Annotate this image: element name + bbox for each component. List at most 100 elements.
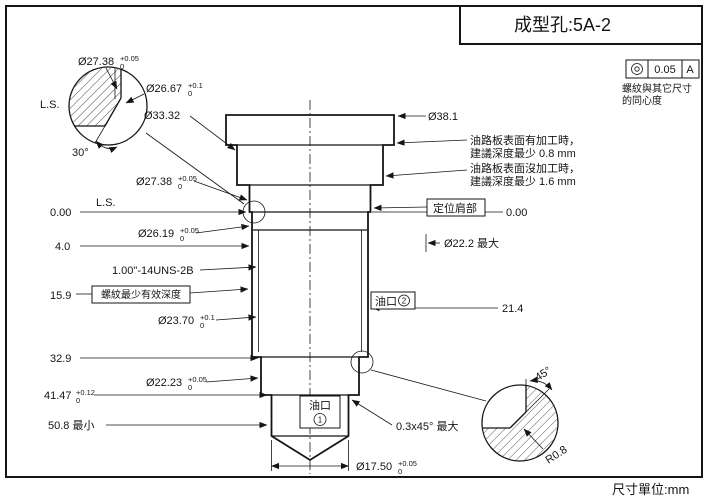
- angle-arc-45: [529, 376, 553, 391]
- leader-thread-depth: [189, 286, 249, 294]
- tol-dn: 0: [398, 467, 402, 476]
- note-machined-line1: 油路板表面有加工時，: [470, 133, 580, 147]
- note-machined-line2: 建議深度最少 0.8 mm: [470, 146, 576, 160]
- oil-port-2-text: 油口: [375, 294, 397, 308]
- tol-up: +0.12: [76, 388, 95, 397]
- tol-up: +0.05: [120, 54, 139, 63]
- dim-chamfer-note: 0.3x45° 最大: [396, 419, 458, 433]
- thread-depth-note: 螺紋最少有效深度: [101, 288, 181, 301]
- leader-dia-2738: [193, 180, 248, 201]
- fcf-description-line2: 的同心度: [622, 94, 662, 107]
- thread-depth-note-box: [91, 285, 191, 304]
- title-block: 成型孔:5A-2: [459, 5, 703, 45]
- dim-dia-2223: Ø22.23: [146, 377, 182, 389]
- tol-dn: 0: [188, 383, 192, 392]
- thread-lines: [258, 230, 362, 352]
- tol-up: +0.05: [188, 375, 207, 384]
- tol-dn: 0: [188, 89, 192, 98]
- dim-dia-1750: Ø17.50: [356, 461, 392, 473]
- leader-note-unmachined: [385, 169, 468, 179]
- drawing-border: [5, 5, 703, 478]
- dim-depth-4147: 41.47: [44, 390, 72, 402]
- tol-up: +0.1: [188, 81, 203, 90]
- tol-dn: 0: [200, 321, 204, 330]
- drawing-title: 成型孔:5A-2: [514, 15, 611, 35]
- tol-up: +0.05: [178, 174, 197, 183]
- section-hatch: [483, 386, 558, 461]
- dim-depth-508: 50.8 最小: [48, 419, 94, 432]
- chamfer-extension-line: [525, 388, 550, 413]
- oil-port-2-box: [370, 291, 416, 310]
- chamfer-extension-line: [94, 125, 106, 144]
- leader-dia-2619: [195, 223, 250, 234]
- leader-dia-2370: [215, 314, 257, 321]
- tol-up: +0.05: [398, 459, 417, 468]
- dim-depth-159: 15.9: [50, 290, 71, 302]
- detail-shoulder-section: [69, 67, 122, 127]
- oil-port-1-number: 1: [318, 416, 323, 425]
- note-unmachined-line2: 建議深度最少 1.6 mm: [470, 174, 576, 188]
- tol-dn: 0: [180, 234, 184, 243]
- dim-dia-2738: Ø27.38: [136, 176, 172, 188]
- leader-note-machined: [396, 139, 468, 146]
- dim-depth-329: 32.9: [50, 353, 71, 365]
- oil-port-1-label: 油口 1: [299, 395, 341, 429]
- detail-leader-top-left: [145, 132, 245, 205]
- tol-up: +0.1: [200, 313, 215, 322]
- section-hatch: [69, 67, 121, 126]
- dim-dia-3332: Ø33.32: [144, 110, 180, 122]
- detail-view-chamfer: 45° R0.8: [481, 365, 570, 466]
- oil-port-1-text: 油口: [309, 398, 331, 412]
- locating-shoulder-label: 定位肩部: [433, 201, 477, 215]
- leader-shoulder: [373, 204, 428, 212]
- dim-dia-2619: Ø26.19: [138, 228, 174, 240]
- dim-datum-0-left: 0.00: [50, 207, 71, 219]
- leader-dia-2223: [205, 375, 259, 383]
- oil-port-1-box: [299, 395, 341, 429]
- note-unmachined-line1: 油路板表面沒加工時，: [470, 161, 580, 175]
- right-dimensions: Ø38.1 油路板表面有加工時， 建議深度最少 0.8 mm 油路板表面沒加工時…: [371, 111, 580, 315]
- leader-r08: [523, 428, 544, 450]
- fcf-description-line1: 螺紋與其它尺寸: [622, 82, 692, 95]
- fcf-datum-cell: [681, 59, 700, 79]
- dim-dia-2738-detail: Ø27.38: [78, 56, 114, 68]
- tolerance-frame: 0.05 A 螺紋與其它尺寸 的同心度: [622, 59, 700, 107]
- leader-chamfer-note: [351, 399, 393, 426]
- fcf-datum-letter: A: [686, 64, 694, 76]
- tol-up: +0.05: [180, 226, 199, 235]
- tol-dn: 0: [120, 62, 124, 71]
- detail-view-shoulder: 30° L.S. Ø27.38 +0.05 0 Ø26.67 +0.1 0: [40, 54, 203, 159]
- detail-chamfer-section: [483, 386, 558, 461]
- dim-thread-spec: 1.00"-14UNS-2B: [112, 265, 194, 277]
- dim-dia-222-max: Ø22.2 最大: [444, 236, 499, 250]
- leader-thread: [199, 264, 257, 271]
- fcf-symbol-cell: [625, 59, 649, 79]
- leader-dia-3332: [189, 115, 236, 151]
- fcf-tolerance-value: 0.05: [654, 64, 675, 76]
- dim-depth-4: 4.0: [55, 241, 70, 253]
- locating-shoulder-box: [426, 198, 486, 217]
- dim-angle-30: 30°: [72, 147, 89, 159]
- circled-digit-1: [313, 413, 327, 426]
- leader-dia-2738-detail: [105, 67, 118, 90]
- title-block-frame: [459, 5, 703, 45]
- left-dimensions: Ø33.32 Ø27.38 +0.05 0 L.S. 0.00 Ø26.19 +…: [44, 110, 268, 432]
- concentricity-icon: [631, 63, 643, 75]
- bottom-dimensions: Ø17.50 +0.05 0 0.3x45° 最大: [271, 399, 458, 476]
- leader-dia-2667: [125, 93, 145, 104]
- oil-port-2-number: 2: [402, 297, 407, 306]
- dim-dia-2370: Ø23.70: [158, 315, 194, 327]
- dim-dist-214: 21.4: [502, 303, 523, 315]
- part-section-view: [145, 100, 487, 474]
- detail-leader-bottom-right: [370, 369, 487, 402]
- tol-dn: 0: [76, 396, 80, 405]
- angle-arc-30: [95, 140, 118, 154]
- tol-dn: 0: [178, 182, 182, 191]
- part-silhouette: [225, 114, 395, 462]
- ls-label-datum: L.S.: [96, 197, 116, 209]
- unit-note: 尺寸單位:mm: [612, 482, 689, 497]
- dim-dia-381: Ø38.1: [428, 111, 458, 123]
- dim-dia-2667: Ø26.67: [146, 83, 182, 95]
- detail-marker-step: [350, 350, 374, 374]
